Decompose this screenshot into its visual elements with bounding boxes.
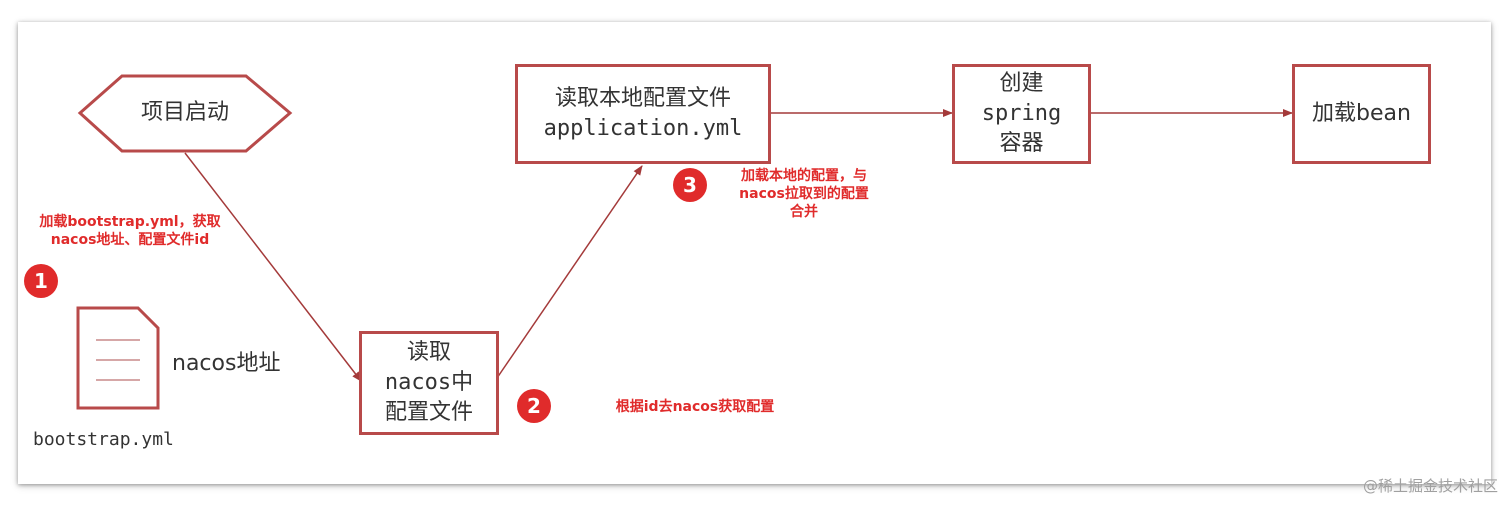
- document-icon: [76, 306, 160, 410]
- step-note-1: 加载bootstrap.yml，获取 nacos地址、配置文件id: [20, 213, 240, 249]
- file-caption: nacos地址: [172, 351, 281, 376]
- load-bean-node: 加载bean: [1292, 64, 1431, 164]
- step-note-3: 加载本地的配置，与 nacos拉取到的配置 合并: [714, 167, 894, 221]
- note-line: 加载bootstrap.yml，获取: [39, 214, 221, 230]
- node-line: nacos中: [384, 370, 474, 395]
- arrow-nacos-to-local: [496, 165, 643, 379]
- node-line: 加载bean: [1312, 101, 1411, 126]
- note-line: 合并: [790, 204, 818, 220]
- start-node-label: 项目启动: [140, 100, 229, 125]
- node-line: 容器: [999, 131, 1044, 156]
- node-line: 读取: [406, 340, 451, 365]
- note-line: 加载本地的配置，与: [741, 168, 867, 184]
- note-line: 根据id去nacos获取配置: [615, 399, 775, 415]
- step-badge-2: 2: [517, 389, 551, 423]
- step-badge-1: 1: [24, 264, 58, 298]
- note-line: nacos拉取到的配置: [739, 186, 869, 202]
- start-hexagon: [77, 74, 293, 153]
- node-line: 创建: [999, 71, 1044, 96]
- read-local-config-node: 读取本地配置文件 application.yml: [515, 64, 771, 164]
- node-line: spring: [981, 101, 1062, 126]
- read-nacos-config-node: 读取 nacos中 配置文件: [359, 331, 499, 435]
- node-line: application.yml: [543, 116, 743, 141]
- create-spring-container-node: 创建 spring 容器: [952, 64, 1091, 164]
- node-line: 读取本地配置文件: [554, 86, 731, 111]
- note-line: nacos地址、配置文件id: [50, 232, 210, 248]
- arrow-start-to-nacos: [184, 152, 362, 382]
- node-line: 配置文件: [384, 400, 473, 425]
- step-note-2: 根据id去nacos获取配置: [590, 398, 800, 416]
- watermark: @稀土掘金技术社区: [1362, 477, 1498, 495]
- step-badge-3: 3: [673, 168, 707, 202]
- file-name: bootstrap.yml: [33, 429, 174, 450]
